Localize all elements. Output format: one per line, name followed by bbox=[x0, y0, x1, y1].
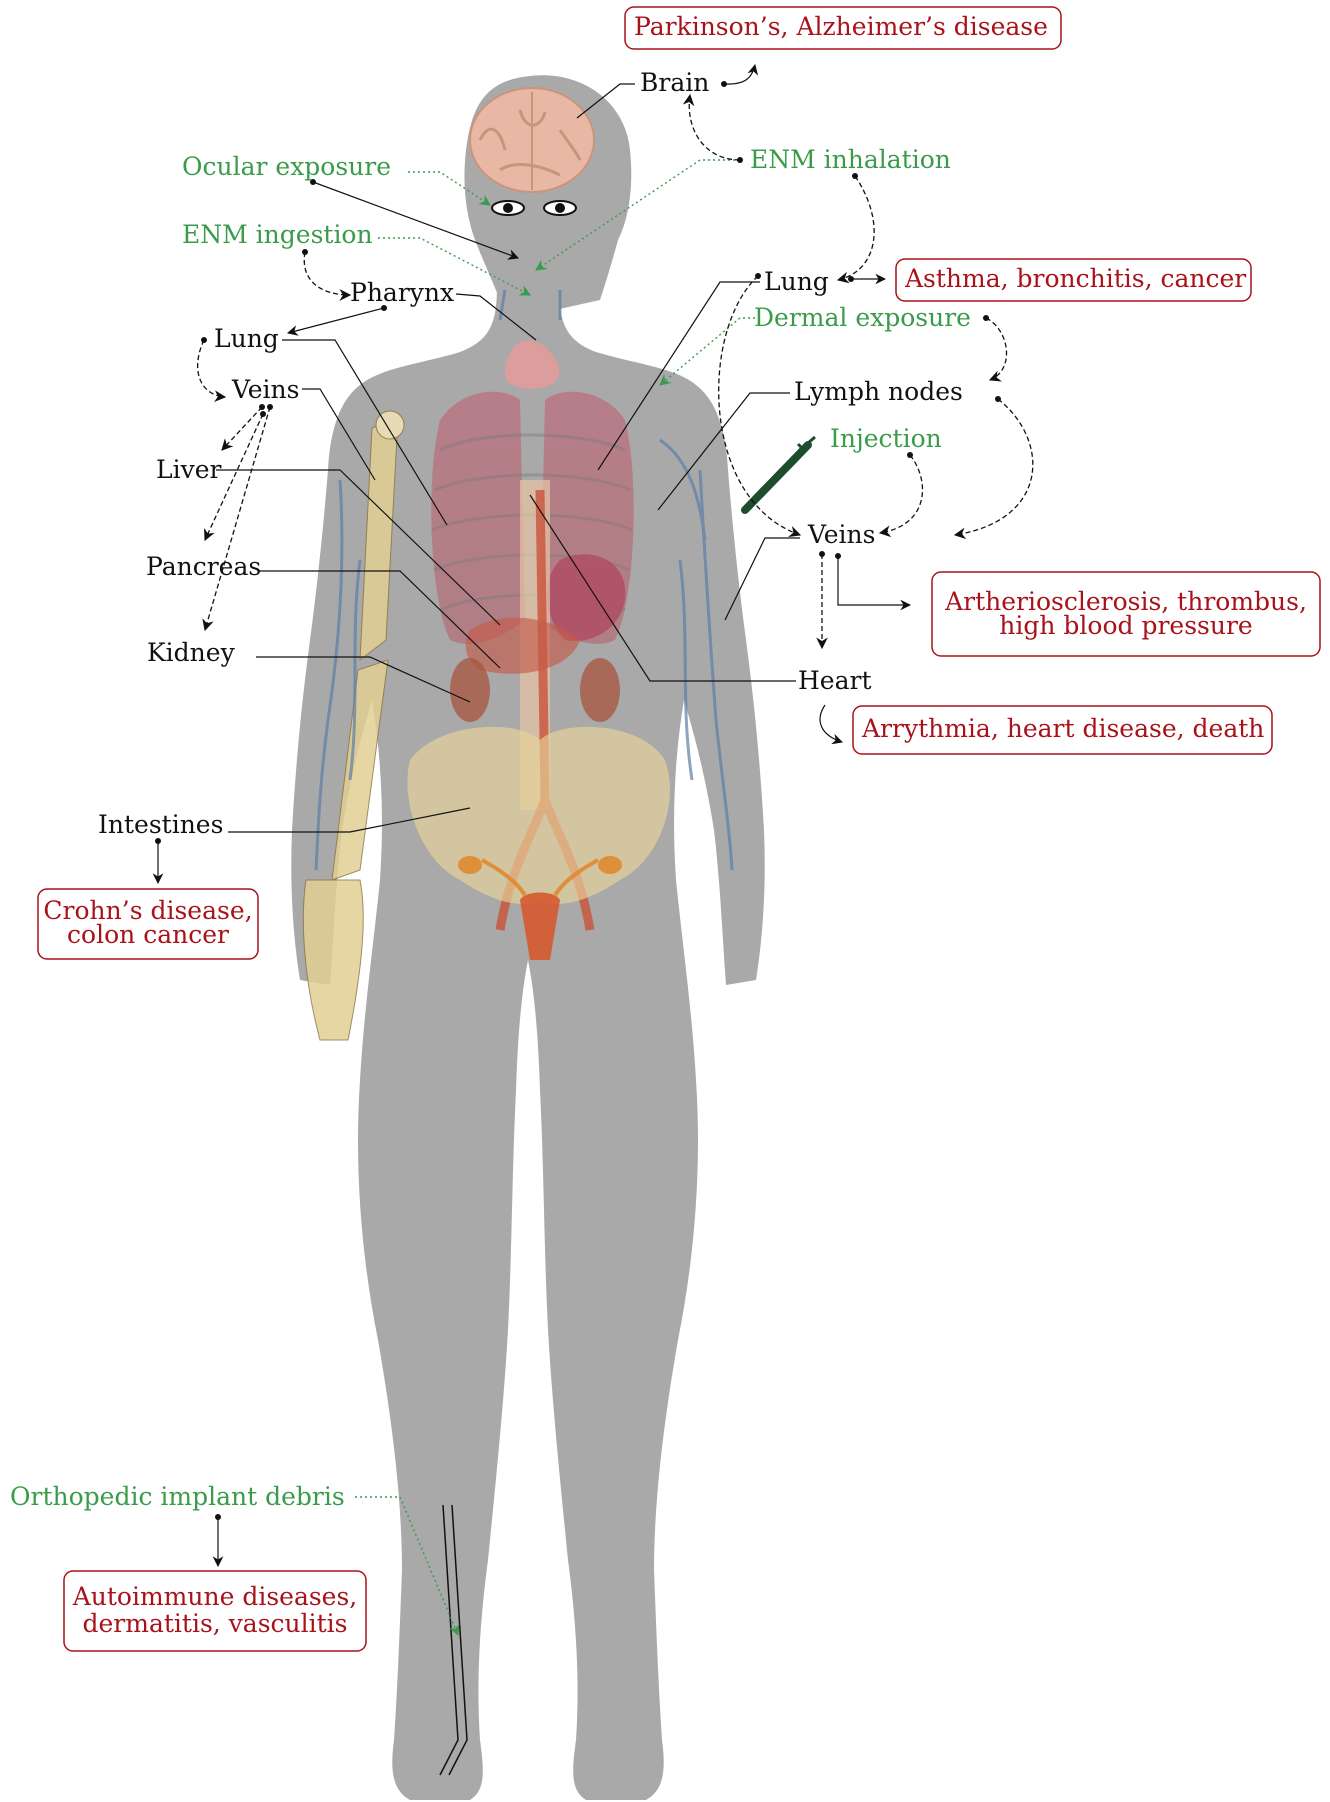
disease-intestines-line2: colon cancer bbox=[67, 920, 229, 949]
label-dermal-exposure: Dermal exposure bbox=[754, 303, 971, 332]
label-veins-left: Veins bbox=[231, 375, 299, 404]
disease-boxes bbox=[38, 7, 1320, 1651]
disease-heart: Arrythmia, heart disease, death bbox=[861, 714, 1264, 743]
label-pancreas: Pancreas bbox=[146, 552, 261, 581]
label-lung-left: Lung bbox=[214, 324, 279, 353]
label-kidney: Kidney bbox=[147, 638, 236, 667]
disease-labels: Parkinson’s, Alzheimer’s disease Asthma,… bbox=[43, 12, 1307, 1638]
label-liver: Liver bbox=[156, 455, 222, 484]
label-pharynx: Pharynx bbox=[350, 278, 454, 307]
label-veins-right: Veins bbox=[807, 520, 875, 549]
label-heart: Heart bbox=[798, 666, 872, 695]
disease-lung: Asthma, bronchitis, cancer bbox=[904, 264, 1246, 293]
disease-veins-line2: high blood pressure bbox=[999, 611, 1252, 640]
label-brain: Brain bbox=[640, 68, 709, 97]
label-orthopedic-implant: Orthopedic implant debris bbox=[10, 1482, 345, 1511]
label-lung-right: Lung bbox=[764, 267, 829, 296]
label-lymph-nodes: Lymph nodes bbox=[794, 377, 963, 406]
syringe-icon bbox=[742, 437, 815, 510]
disease-brain: Parkinson’s, Alzheimer’s disease bbox=[634, 12, 1048, 41]
label-enm-inhalation: ENM inhalation bbox=[750, 145, 951, 174]
label-injection: Injection bbox=[830, 424, 942, 453]
brain-organ bbox=[470, 88, 594, 192]
label-enm-ingestion: ENM ingestion bbox=[182, 220, 373, 249]
disease-implant-line1: Autoimmune diseases, bbox=[72, 1582, 358, 1611]
disease-implant-line2: dermatitis, vasculitis bbox=[83, 1609, 348, 1638]
kidney-organ bbox=[450, 658, 490, 722]
label-ocular-exposure: Ocular exposure bbox=[182, 152, 391, 181]
label-intestines: Intestines bbox=[98, 810, 223, 839]
